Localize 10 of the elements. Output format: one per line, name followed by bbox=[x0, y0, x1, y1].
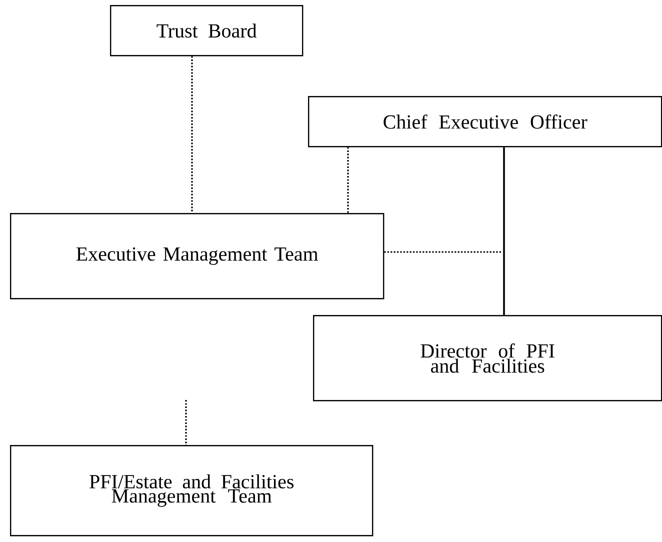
connector-line bbox=[384, 251, 502, 253]
connector-line bbox=[191, 56, 193, 213]
connector-line bbox=[185, 400, 187, 445]
org-box: Executive Management Team bbox=[10, 213, 384, 300]
org-box: Trust Board bbox=[110, 5, 304, 56]
connector-line bbox=[503, 147, 505, 315]
org-box: PFI/Estate and Facilities Management Team bbox=[10, 445, 374, 536]
connector-line bbox=[347, 147, 349, 213]
org-box: Chief Executive Officer bbox=[308, 96, 662, 148]
org-box: Director of PFI and Facilities bbox=[313, 315, 662, 402]
